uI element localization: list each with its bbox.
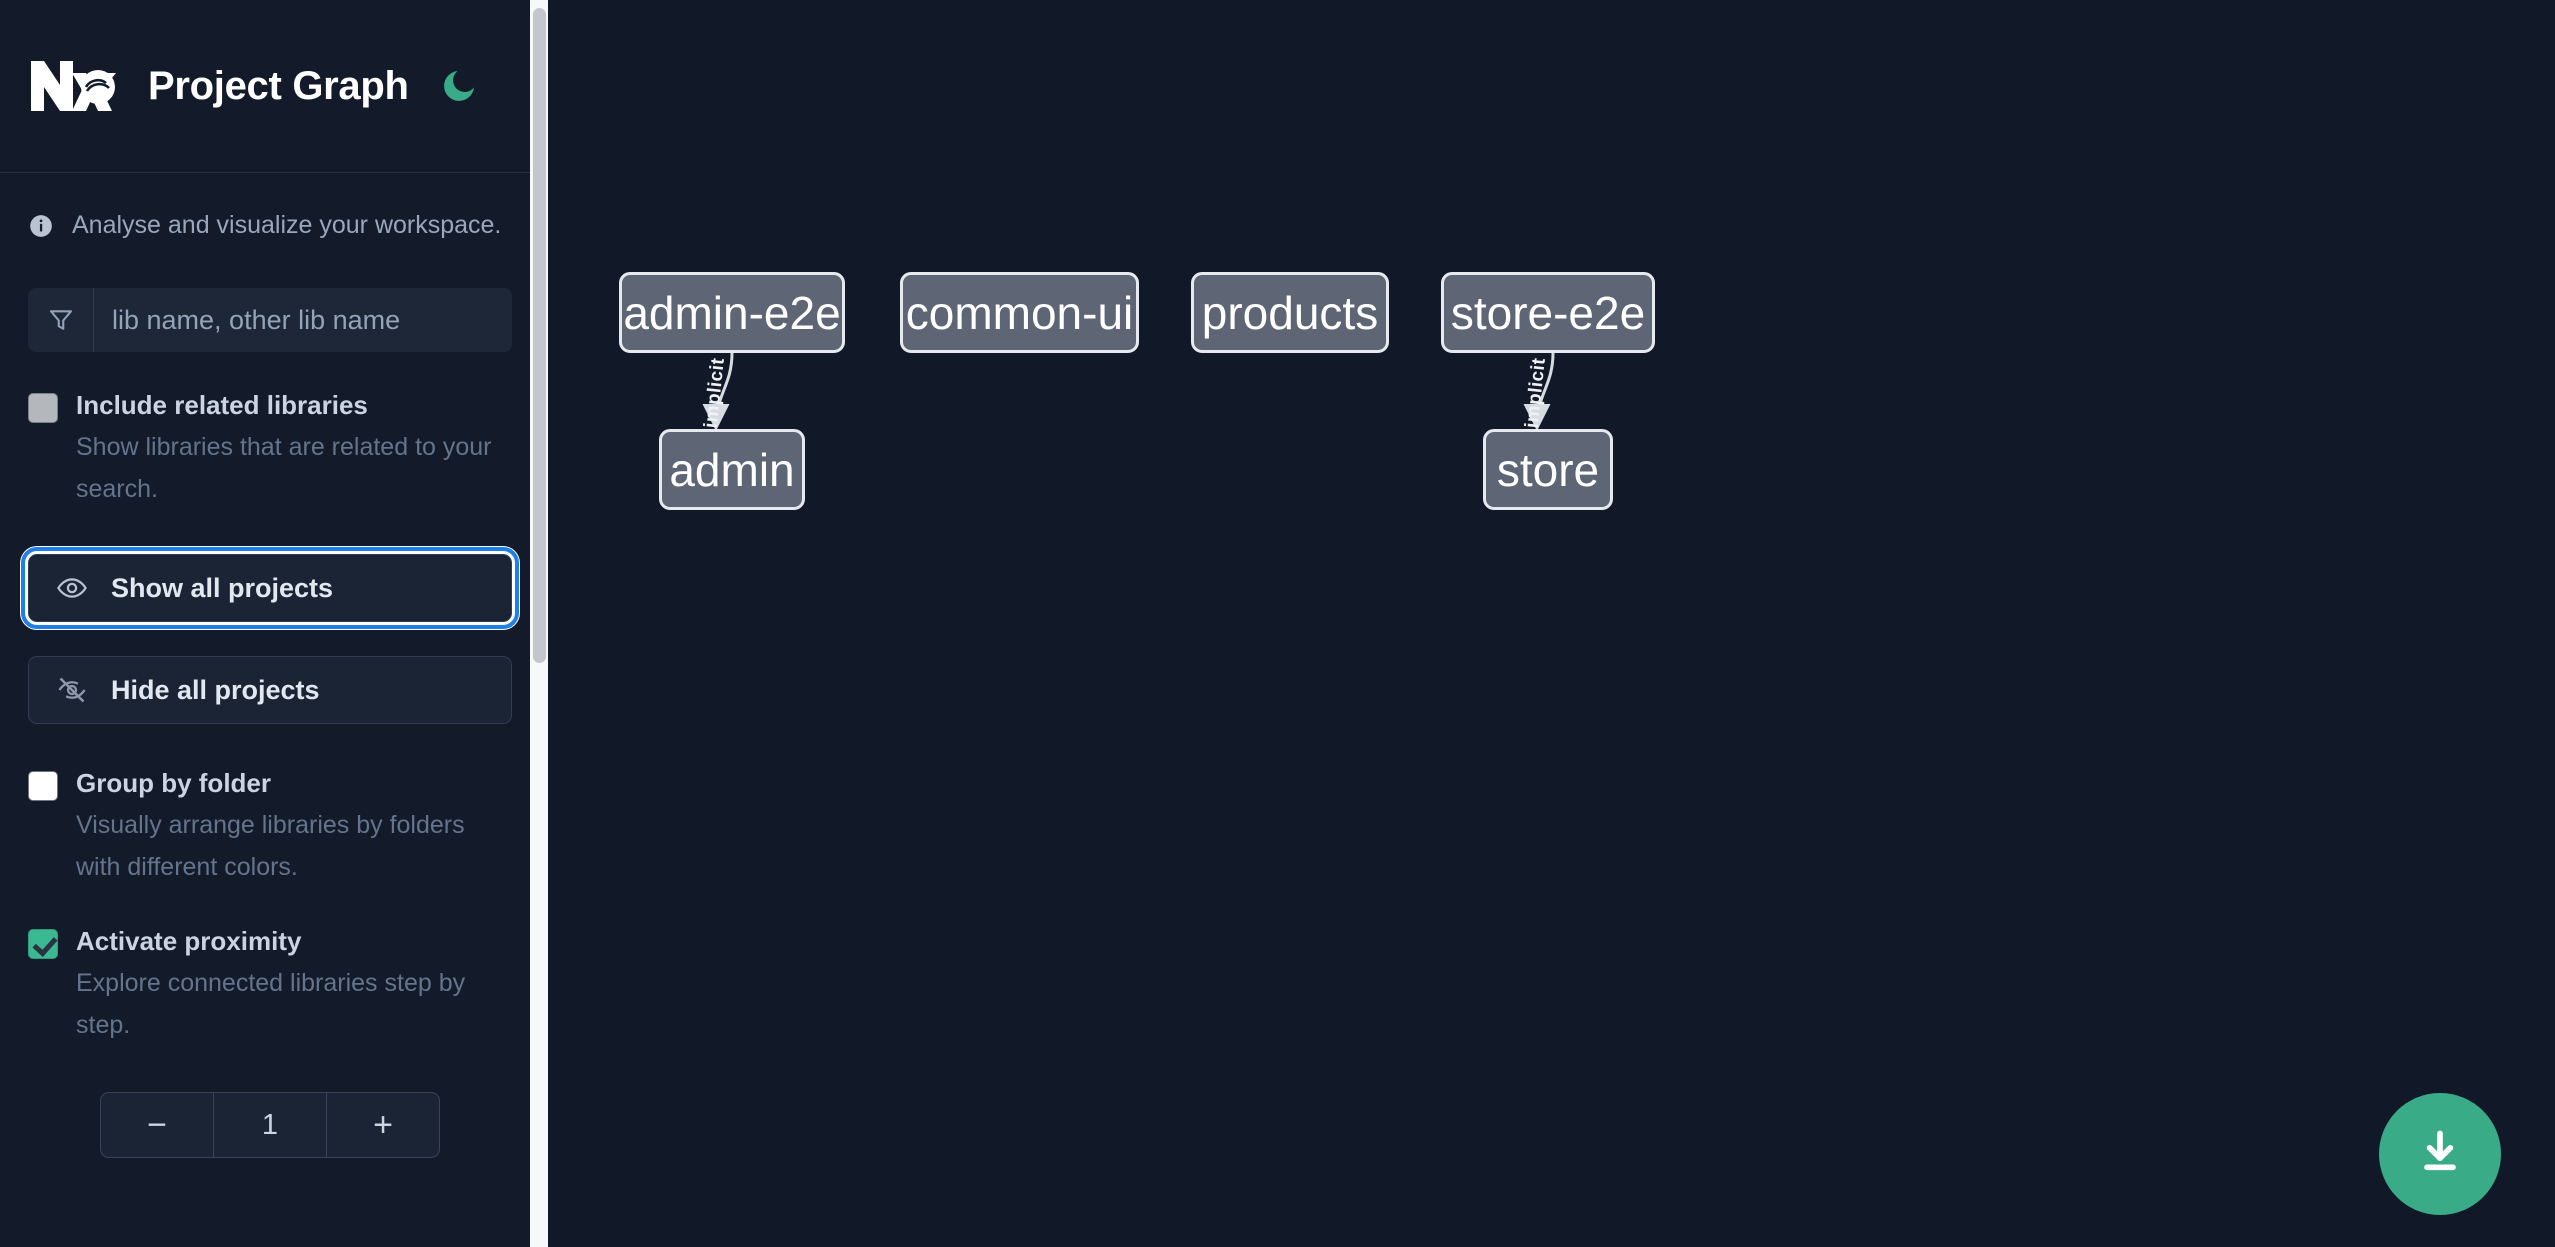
proximity-stepper[interactable]: − 1 + [100, 1092, 440, 1158]
workspace-info-text: Analyse and visualize your workspace. [72, 211, 502, 239]
node-label: common-ui [905, 286, 1134, 339]
graph-node-store-e2e[interactable]: store-e2e [1441, 272, 1655, 353]
hide-all-projects-label: Hide all projects [111, 674, 320, 705]
info-icon [28, 213, 54, 239]
eye-slash-icon [55, 673, 89, 707]
graph-node-admin[interactable]: admin [659, 429, 805, 510]
checkbox-activate-proximity[interactable] [28, 924, 58, 1046]
sidebar-scrollbar-track[interactable] [530, 0, 548, 1247]
node-label: admin [669, 443, 795, 496]
option-label: Include related libraries [76, 390, 368, 420]
download-graph-button[interactable] [2379, 1093, 2501, 1215]
show-all-projects-button[interactable]: Show all projects [21, 547, 519, 629]
edge-store-e2e-to-store [1523, 352, 1555, 431]
option-group-by-folder[interactable]: Group by folder Visually arrange librari… [0, 766, 540, 888]
graph-node-admin-e2e[interactable]: admin-e2e [619, 272, 845, 353]
option-description: Visually arrange libraries by folders wi… [76, 811, 465, 881]
search-input[interactable] [94, 288, 512, 352]
stepper-value: 1 [213, 1093, 327, 1157]
filter-funnel-icon [28, 288, 94, 352]
moon-icon[interactable] [437, 64, 481, 108]
graph-node-store[interactable]: store [1483, 429, 1613, 510]
option-include-related-libraries[interactable]: Include related libraries Show libraries… [0, 388, 540, 510]
option-label: Group by folder [76, 768, 271, 798]
option-activate-proximity[interactable]: Activate proximity Explore connected lib… [0, 924, 540, 1046]
workspace-info: Analyse and visualize your workspace. [0, 173, 540, 240]
edge-admin-e2e-to-admin [702, 352, 734, 431]
sidebar-header: Project Graph [0, 0, 540, 173]
node-label: admin-e2e [623, 286, 841, 339]
sidebar-edge [548, 0, 556, 1247]
graph-node-products[interactable]: products [1191, 272, 1389, 353]
proximity-stepper-wrap: − 1 + [0, 1092, 540, 1158]
graph-edges [702, 352, 1555, 431]
sidebar: Project Graph Analyse and visualize your… [0, 0, 556, 1247]
search-bar[interactable] [28, 288, 512, 352]
download-icon [2414, 1127, 2466, 1182]
checkbox-include-related-libraries[interactable] [28, 388, 58, 510]
graph-canvas[interactable]: admin-e2e admin common-ui products store… [556, 0, 2555, 1247]
hide-all-projects-button[interactable]: Hide all projects [28, 656, 512, 724]
stepper-increment-button[interactable]: + [327, 1093, 439, 1157]
stepper-decrement-button[interactable]: − [101, 1093, 213, 1157]
graph-node-common-ui[interactable]: common-ui [900, 272, 1139, 353]
node-label: products [1201, 286, 1379, 339]
nx-logo-icon [28, 57, 120, 115]
show-all-projects-label: Show all projects [111, 572, 334, 603]
project-visibility-buttons: Show all projects Hide all projects [0, 547, 540, 724]
option-label: Activate proximity [76, 926, 302, 956]
node-label: store-e2e [1450, 286, 1646, 339]
app-title: Project Graph [148, 63, 409, 108]
checkbox-group-by-folder[interactable] [28, 766, 58, 888]
sidebar-scrollbar-thumb[interactable] [533, 8, 546, 663]
eye-icon [55, 571, 89, 605]
option-description: Explore connected libraries step by step… [76, 969, 466, 1039]
option-description: Show libraries that are related to your … [76, 433, 492, 503]
node-label: store [1496, 443, 1600, 496]
